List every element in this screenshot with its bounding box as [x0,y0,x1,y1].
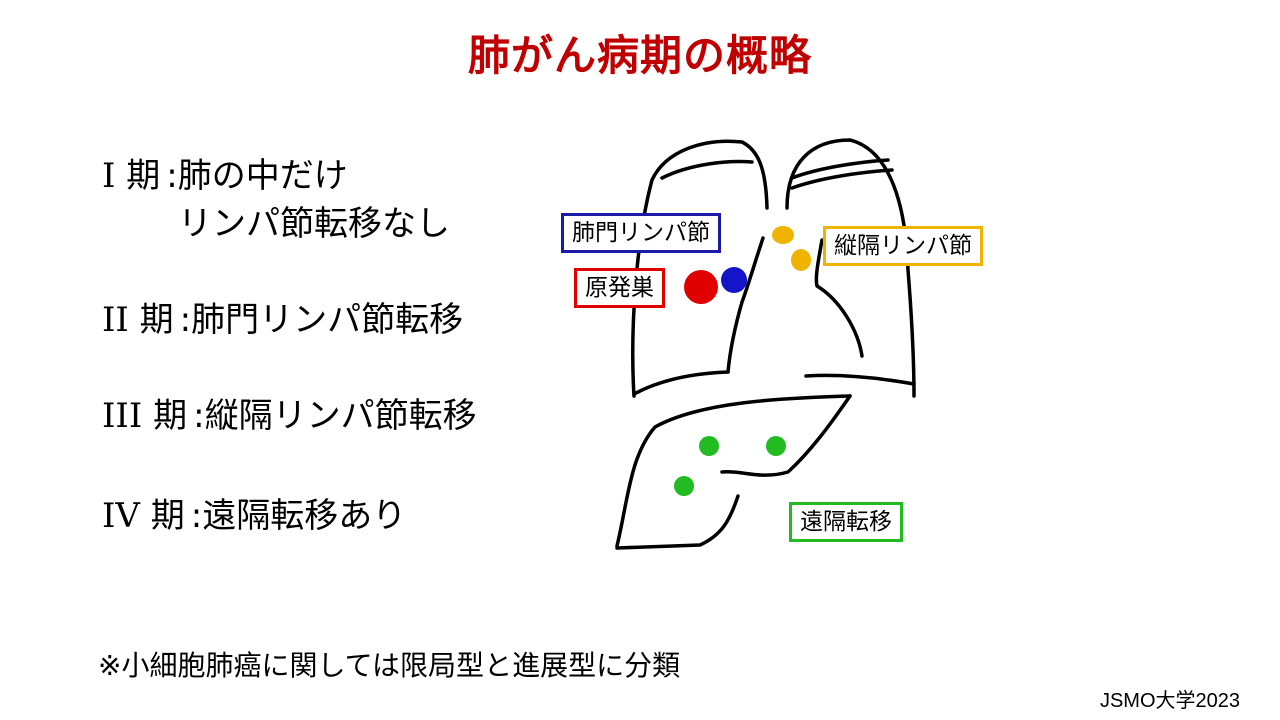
liver-right-edge [720,394,852,477]
stage-4: IV 期:遠隔転移あり [102,494,406,538]
stage-1-colon: : [166,156,178,196]
stage-3-text: 縦隔リンパ節転移 [204,396,477,436]
stage-4-colon: : [190,496,203,536]
right-lung-outline [631,139,769,398]
footnote: ※小細胞肺癌に関しては限局型と進展型に分類 [98,649,681,682]
hilar-node-label: 肺門リンパ節 [561,213,721,253]
primary-tumor-dot [684,270,718,304]
stage-3: III 期:縦隔リンパ節転移 [102,394,477,438]
distant-metastasis-3 [674,476,694,496]
distant-metastasis-label: 遠隔転移 [789,502,903,542]
stage-1: I 期:肺の中だけ リンパ節転移なし [102,154,450,246]
stage-4-text: 遠隔転移あり [202,496,407,536]
mediastinal-node-1 [772,226,794,244]
distant-metastasis-1 [699,436,719,456]
left-lung-upper-line-2 [790,168,894,190]
page-title: 肺がん病期の概略 [467,31,812,80]
stage-4-number: IV 期 [102,496,185,536]
hilar-node-dot [721,267,747,293]
stage-1-text: 肺の中だけ [177,156,348,196]
stage-3-colon: : [193,396,205,436]
stage-1-text-line2: リンパ節転移なし [178,204,450,244]
right-lung-upper-line [660,159,754,180]
left-lung-upper-line-1 [790,158,890,180]
mediastinal-node-2 [791,249,811,271]
mediastinal-node-label: 縦隔リンパ節 [823,226,983,266]
stage-3-number: III 期 [102,396,188,436]
liver-lower-edge [615,494,740,550]
stage-1-number: I 期 [102,156,161,196]
left-lung-outline [785,138,916,398]
stage-2-text: 肺門リンパ節転移 [191,300,464,340]
left-lung-mediastinal-edge [814,238,864,358]
distant-metastasis-2 [766,436,786,456]
right-lung-base [632,370,730,396]
stage-2-colon: : [179,300,192,340]
primary-tumor-label: 原発巣 [574,268,665,308]
right-lung-mediastinal-edge [726,236,765,374]
stage-2-number: II 期 [102,300,174,340]
left-lung-base [804,373,916,386]
credit: JSMO大学2023 [1099,690,1240,712]
liver-outline [615,394,852,548]
stage-2: II 期:肺門リンパ節転移 [102,298,463,342]
